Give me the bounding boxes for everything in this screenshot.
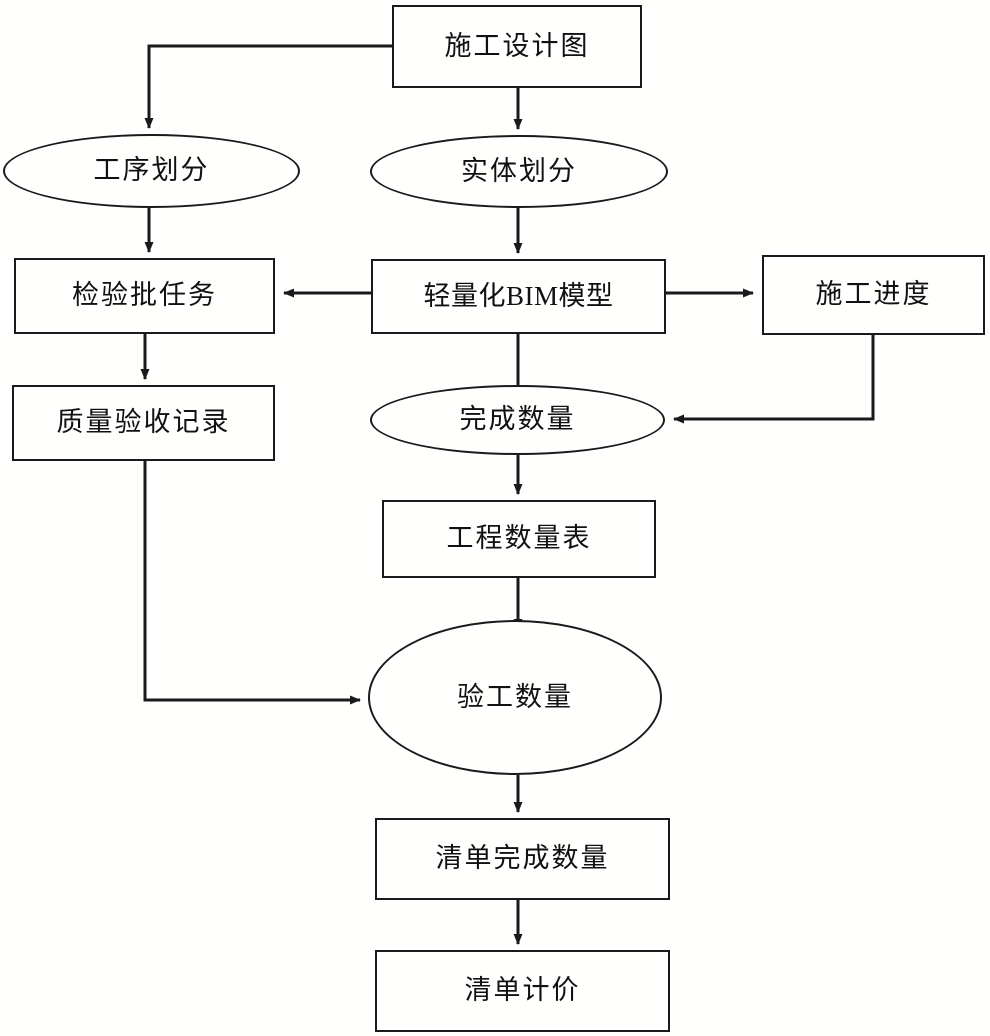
node-label-completed-quantity: 完成数量 (459, 404, 576, 435)
node-label-entity-division: 实体划分 (461, 155, 577, 186)
node-completed-quantity[interactable]: 完成数量 (370, 385, 665, 455)
node-label-inspection-lot-task: 检验批任务 (72, 280, 217, 311)
node-process-division[interactable]: 工序划分 (3, 134, 300, 208)
node-engineering-quantity-table[interactable]: 工程数量表 (382, 500, 656, 578)
node-label-engineering-quantity-table: 工程数量表 (446, 523, 592, 554)
node-entity-division[interactable]: 实体划分 (370, 135, 668, 208)
node-bill-pricing[interactable]: 清单计价 (375, 950, 670, 1032)
node-label-bill-pricing: 清单计价 (464, 975, 581, 1006)
node-label-construction-design-drawing: 施工设计图 (444, 30, 590, 61)
node-quality-acceptance-record[interactable]: 质量验收记录 (12, 385, 275, 461)
node-label-process-division: 工序划分 (93, 155, 210, 186)
node-inspection-lot-task[interactable]: 检验批任务 (14, 258, 275, 334)
node-construction-progress[interactable]: 施工进度 (762, 255, 985, 335)
node-label-construction-progress: 施工进度 (815, 279, 932, 310)
node-bill-completed-quantity[interactable]: 清单完成数量 (375, 818, 670, 900)
node-label-quality-acceptance-record: 质量验收记录 (56, 407, 231, 438)
edge-quality-record-to-accepted-work-quantity (143, 461, 361, 705)
node-lightweight-bim-model[interactable]: 轻量化BIM模型 (371, 259, 666, 334)
edge-drawing-to-process-division (144, 44, 392, 129)
node-label-lightweight-bim-model: 轻量化BIM模型 (423, 280, 614, 311)
node-construction-design-drawing[interactable]: 施工设计图 (392, 5, 642, 88)
node-label-accepted-work-quantity: 验工数量 (457, 681, 573, 712)
node-label-bill-completed-quantity: 清单完成数量 (435, 843, 610, 874)
edge-construction-progress-to-completed-quantity (673, 335, 875, 424)
node-accepted-work-quantity[interactable]: 验工数量 (368, 620, 662, 775)
